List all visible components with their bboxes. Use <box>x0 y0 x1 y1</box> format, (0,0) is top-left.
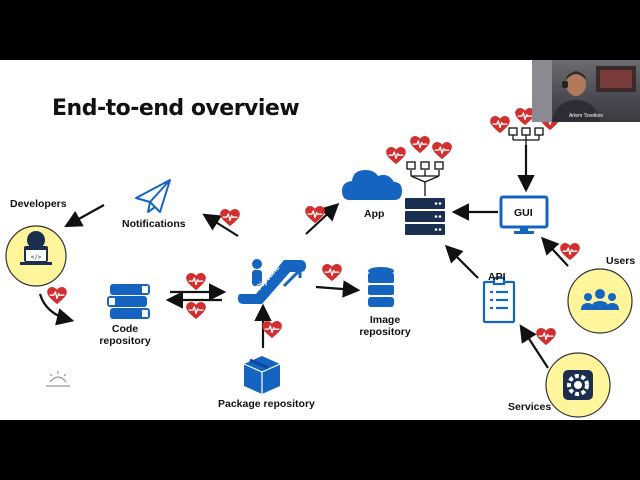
participant-video-thumbnail[interactable]: Artem Tsvetkov <box>532 60 640 122</box>
gui-network-icon <box>508 127 544 146</box>
participant-avatar <box>532 60 636 122</box>
api-document-icon <box>482 276 516 324</box>
arrow-pipeline-to-image <box>315 280 361 298</box>
slide-title: End-to-end overview <box>52 96 300 121</box>
gui-monitor-icon <box>499 195 549 234</box>
heart-pulse-icon <box>432 142 452 160</box>
heart-pulse-icon <box>186 302 206 320</box>
books-icon <box>107 284 150 319</box>
server-icon <box>405 198 445 235</box>
notifications-label: Notifications <box>122 218 186 230</box>
heart-pulse-icon <box>220 209 240 227</box>
arrow-pipeline-to-notifications <box>202 213 239 237</box>
developers-label: Developers <box>10 198 67 210</box>
arrow-users-to-gui <box>541 236 569 267</box>
arrow-api-to-app <box>444 244 479 279</box>
svg-text:</>: </> <box>31 254 42 261</box>
users-label: Users <box>606 255 636 267</box>
code-repository-label: Code repository <box>99 323 151 347</box>
arrow-services-to-api <box>519 324 549 369</box>
pipeline-escalator-icon: Pipeline <box>238 259 306 304</box>
api-label: API <box>488 271 506 283</box>
developers-node: </> <box>5 225 67 287</box>
users-node <box>567 268 633 334</box>
arrow-developers-to-code <box>38 293 75 326</box>
image-repository-label: Image repository <box>359 314 411 338</box>
package-box-icon <box>243 356 281 394</box>
presenter-logo-icon <box>46 371 70 387</box>
heart-pulse-icon <box>536 328 556 346</box>
diagram-canvas: </> <box>5 108 633 418</box>
gear-icon <box>563 370 593 400</box>
heart-pulse-icon <box>560 243 580 261</box>
app-label: App <box>364 208 385 220</box>
paper-plane-icon <box>135 179 171 213</box>
heart-pulse-icon <box>322 264 342 282</box>
participant-name: Artem Tsvetkov <box>568 113 604 119</box>
developer-icon: </> <box>20 231 52 265</box>
heart-pulse-icon <box>262 321 282 339</box>
services-label: Services <box>508 401 552 413</box>
heart-pulse-icon <box>490 116 510 134</box>
package-repository-label: Package repository <box>218 398 315 410</box>
heart-pulse-icon <box>410 136 430 154</box>
arrow-pipeline-to-app <box>305 202 340 235</box>
heart-pulse-icon <box>386 147 406 165</box>
services-node <box>545 352 611 418</box>
heart-pulse-icon <box>47 287 67 305</box>
network-icon <box>406 161 444 196</box>
users-group-icon <box>581 289 619 310</box>
gui-label: GUI <box>514 207 533 219</box>
cloud-icon <box>342 170 402 200</box>
heart-pulse-icon <box>186 273 206 291</box>
arrow-notifications-to-developers <box>64 204 105 228</box>
database-icon <box>368 267 394 307</box>
